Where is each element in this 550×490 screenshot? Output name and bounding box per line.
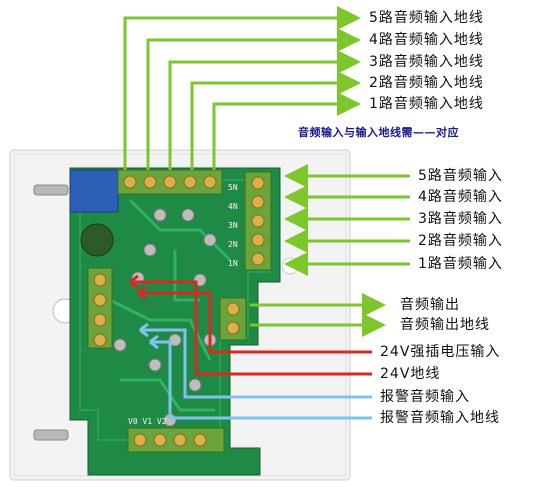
- relay-component: [69, 169, 119, 213]
- bottom-terminal-label: V0 V1 V2: [128, 417, 167, 426]
- top-label-4: 4路音频输入地线: [369, 32, 484, 48]
- output-ground-label: 音频输出地线: [400, 317, 490, 333]
- top-label-2: 2路音频输入地线: [369, 75, 484, 91]
- audio-output-arrows: [250, 293, 386, 337]
- top-terminal-block: [117, 169, 223, 195]
- output-terminal-block: [219, 297, 247, 341]
- svg-text:2N: 2N: [228, 240, 238, 249]
- svg-text:3N: 3N: [228, 221, 238, 230]
- output-label: 音频输出: [400, 297, 460, 313]
- bottom-terminal-block: V0 V1 V2: [127, 417, 225, 453]
- input-label-4: 4路音频输入: [418, 189, 503, 205]
- alarm-ground-label: 报警音频输入地线: [380, 410, 500, 426]
- power-wires: [129, 274, 372, 376]
- svg-text:5N: 5N: [228, 183, 238, 192]
- alarm-input-label: 报警音频输入: [380, 389, 470, 405]
- audio-input-arrows: [284, 164, 410, 276]
- power-ground-label: 24V地线: [380, 366, 441, 382]
- top-ground-wires: [123, 6, 361, 170]
- input-label-2: 2路音频输入: [418, 233, 503, 249]
- capacitor-component: [80, 223, 114, 257]
- top-label-3: 3路音频输入地线: [369, 54, 484, 70]
- input-label-5: 5路音频输入: [418, 168, 503, 184]
- power-input-label: 24V强插电压输入: [380, 344, 501, 360]
- top-label-5: 5路音频输入地线: [369, 10, 484, 26]
- left-terminal-block: [87, 267, 113, 349]
- right-terminal-block: 5N 4N 3N 2N 1N: [228, 171, 272, 271]
- pairing-note: 音频输入与输入地线需——对应: [298, 126, 459, 139]
- top-label-1: 1路音频输入地线: [369, 96, 484, 112]
- input-label-3: 3路音频输入: [418, 211, 503, 227]
- svg-text:4N: 4N: [228, 202, 238, 211]
- svg-text:1N: 1N: [228, 259, 238, 268]
- input-label-1: 1路音频输入: [418, 256, 503, 272]
- alarm-wires: [139, 322, 372, 420]
